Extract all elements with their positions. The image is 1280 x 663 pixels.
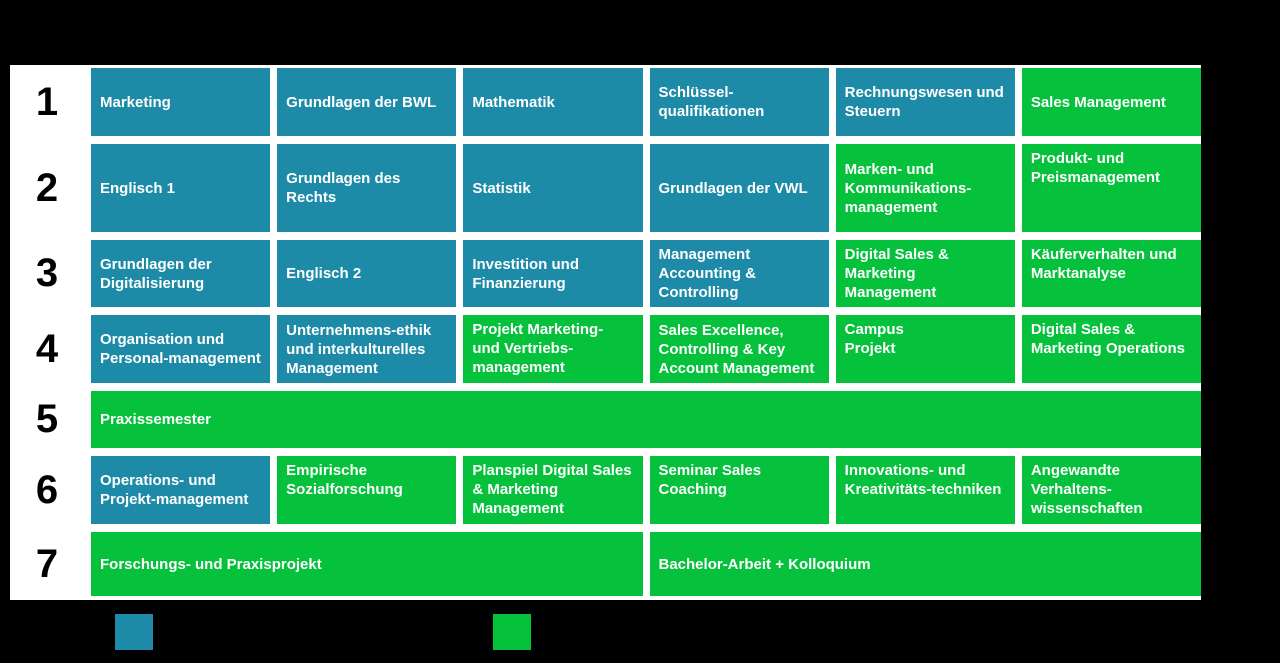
module-cell-3-2: Englisch 2	[277, 240, 457, 307]
semester-number-5: 5	[35, 397, 59, 441]
module-label: Bachelor-Arbeit + Kolloquium	[658, 555, 871, 573]
module-label: Planspiel Digital Sales & Marketing Mana…	[472, 462, 632, 517]
module-cell-4-1: Organisation und Personal-management	[91, 315, 271, 383]
module-cell-1-5: Rechnungswesen und Steuern	[835, 68, 1015, 136]
module-cell-4-6: Digital Sales & Marketing Operations	[1021, 315, 1201, 383]
module-label: Empirische Sozialforschung	[286, 462, 403, 498]
module-label: Schlüssel- qualifikationen	[658, 84, 765, 120]
module-cell-6-6: Angewandte Verhaltens- wissenschaften	[1021, 456, 1201, 524]
module-cell-5-1: Praxissemester	[91, 391, 1201, 448]
module-label: Digital Sales & Marketing Operations	[1030, 321, 1186, 357]
semester-number-7: 7	[35, 541, 59, 586]
module-cell-1-1: Marketing	[91, 68, 271, 136]
module-label: Digital Sales & Marketing Management	[844, 246, 949, 301]
module-cell-3-4: Management Accounting & Controlling	[649, 240, 829, 307]
module-cell-3-3: Investition und Finanzierung	[463, 240, 643, 307]
module-label: Käuferverhalten und Marktanalyse	[1030, 246, 1177, 282]
module-label: Sales Excellence, Controlling & Key Acco…	[658, 321, 815, 377]
module-cell-3-1: Grundlagen der Digitalisierung	[91, 240, 271, 307]
module-cell-1-6: Sales Management	[1021, 68, 1201, 136]
legend-swatch-green	[493, 614, 531, 650]
semester-number-3: 3	[35, 251, 59, 295]
module-label: Rechnungswesen und Steuern	[844, 84, 1004, 120]
module-cell-4-2: Unternehmens-ethik und interkulturelles …	[277, 315, 457, 383]
semester-number-4: 4	[35, 326, 59, 371]
module-label: Produkt- und Preismanagement	[1030, 150, 1161, 186]
module-cell-6-2: Empirische Sozialforschung	[277, 456, 457, 524]
semester-number-6: 6	[35, 467, 59, 512]
module-label: Forschungs- und Praxisprojekt	[100, 555, 322, 573]
module-cell-4-3: Projekt Marketing- und Vertriebs- manage…	[463, 315, 643, 383]
module-label: Grundlagen der BWL	[286, 93, 437, 111]
module-label: Unternehmens-ethik und interkulturelles …	[286, 321, 432, 377]
module-label: Angewandte Verhaltens- wissenschaften	[1030, 462, 1143, 517]
module-cell-2-6: Produkt- und Preismanagement	[1021, 144, 1201, 232]
module-label: Marketing	[100, 93, 171, 111]
module-label: Investition und Finanzierung	[472, 255, 579, 292]
module-label: Grundlagen der Digitalisierung	[100, 255, 212, 292]
module-label: Organisation und Personal-management	[100, 331, 261, 367]
module-cell-4-4: Sales Excellence, Controlling & Key Acco…	[649, 315, 829, 383]
module-cell-7-1: Forschungs- und Praxisprojekt	[91, 532, 643, 596]
module-label: Englisch 2	[286, 265, 362, 282]
module-cell-1-4: Schlüssel- qualifikationen	[649, 68, 829, 136]
module-cell-7-2: Bachelor-Arbeit + Kolloquium	[649, 532, 1201, 596]
module-cell-1-2: Grundlagen der BWL	[277, 68, 457, 136]
semester-number-2: 2	[35, 165, 59, 210]
module-cell-2-4: Grundlagen der VWL	[649, 144, 829, 232]
module-cell-4-5: Campus Projekt	[835, 315, 1015, 383]
module-label: Statistik	[472, 179, 531, 197]
module-label: Operations- und Projekt-management	[100, 472, 249, 508]
module-cell-6-4: Seminar Sales Coaching	[649, 456, 829, 524]
module-label: Seminar Sales Coaching	[658, 462, 762, 498]
semester-number-1: 1	[35, 79, 59, 124]
module-label: Grundlagen der VWL	[658, 179, 808, 197]
module-cell-2-2: Grundlagen des Rechts	[277, 144, 457, 232]
module-label: Grundlagen des Rechts	[286, 170, 401, 206]
module-label: Mathematik	[472, 93, 555, 111]
module-cell-2-1: Englisch 1	[91, 144, 271, 232]
module-label: Campus Projekt	[844, 321, 904, 357]
module-cell-6-3: Planspiel Digital Sales & Marketing Mana…	[463, 456, 643, 524]
module-cell-3-5: Digital Sales & Marketing Management	[835, 240, 1015, 307]
module-cell-2-5: Marken- und Kommunikations- management	[835, 144, 1015, 232]
curriculum-grid: 1 Marketing Grundlagen der BWL Mathematik Sc…	[10, 68, 1201, 596]
module-label: Praxissemester	[100, 411, 211, 428]
module-label: Projekt Marketing- und Vertriebs- manage…	[472, 321, 604, 376]
module-label: Marken- und Kommunikations- management	[844, 160, 972, 216]
module-label: Management Accounting & Controlling	[658, 246, 757, 301]
module-label: Sales Management	[1030, 93, 1166, 111]
module-cell-2-3: Statistik	[463, 144, 643, 232]
legend-swatch-teal	[115, 614, 153, 650]
curriculum-board: 1 Marketing Grundlagen der BWL Mathematik Sc…	[10, 65, 1201, 600]
module-cell-6-5: Innovations- und Kreativitäts-techniken	[835, 456, 1015, 524]
module-label: Englisch 1	[100, 179, 176, 197]
module-label: Innovations- und Kreativitäts-techniken	[844, 462, 1002, 498]
module-cell-6-1: Operations- und Projekt-management	[91, 456, 271, 524]
module-cell-1-3: Mathematik	[463, 68, 643, 136]
module-cell-3-6: Käuferverhalten und Marktanalyse	[1021, 240, 1201, 307]
